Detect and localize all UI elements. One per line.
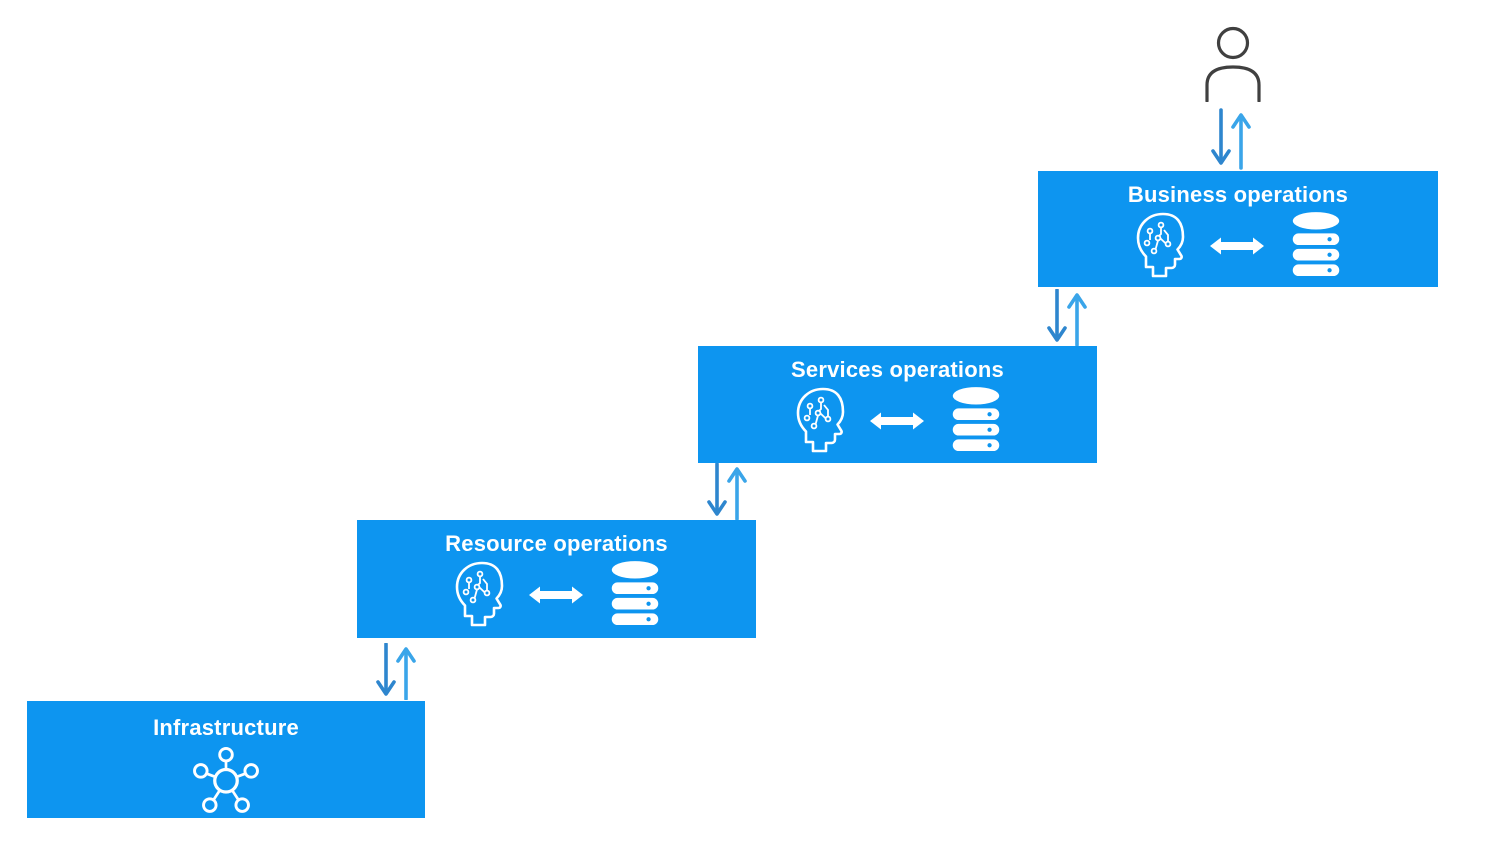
node-label: Infrastructure: [153, 715, 299, 740]
up-arrow-icon: [1231, 113, 1251, 170]
node-infrastructure: Infrastructure: [27, 701, 425, 818]
node-label: Services operations: [791, 357, 1004, 382]
up-arrow-icon: [1067, 293, 1087, 346]
node-icon-row: [448, 559, 666, 631]
up-arrow-icon: [396, 647, 416, 700]
down-arrow-icon: [1211, 108, 1231, 165]
two-way-arrow-icon: [1210, 237, 1264, 255]
arrow-pair-services-resource: [707, 463, 747, 520]
down-arrow-icon: [1047, 289, 1067, 342]
node-label: Resource operations: [445, 531, 668, 556]
network-icon: [193, 746, 259, 813]
arrow-pair-user-business: [1211, 108, 1251, 170]
down-arrow-icon: [376, 643, 396, 696]
node-icon-row: [1129, 210, 1347, 282]
two-way-arrow-icon: [869, 412, 924, 430]
node-resource-operations: Resource operations: [357, 520, 756, 638]
database-icon: [1292, 212, 1340, 277]
ai-head-icon: [1136, 212, 1185, 278]
database-icon: [611, 561, 658, 626]
node-icon-row: [188, 743, 264, 815]
database-icon: [952, 387, 999, 452]
node-label: Business operations: [1127, 182, 1349, 207]
person-icon: [1205, 26, 1261, 102]
node-services-operations: Services operations: [698, 346, 1097, 463]
node-business-operations: Business operations: [1038, 171, 1438, 287]
arrow-pair-resource-infrastructure: [376, 643, 416, 700]
arrow-pair-business-services: [1047, 289, 1087, 346]
ai-head-icon: [455, 561, 503, 627]
node-icon-row: [789, 385, 1007, 457]
down-arrow-icon: [707, 463, 727, 516]
two-way-arrow-icon: [528, 586, 583, 604]
up-arrow-icon: [727, 467, 747, 520]
ai-head-icon: [796, 387, 844, 453]
